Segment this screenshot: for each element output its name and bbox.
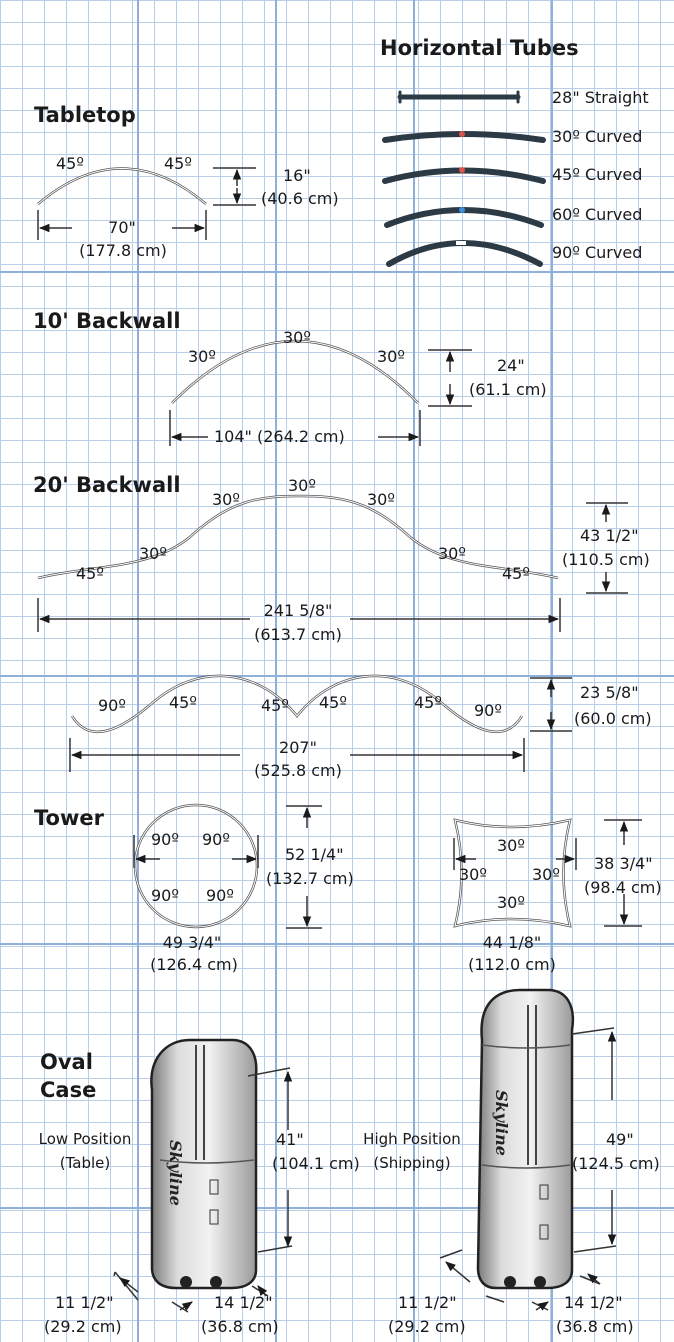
tower-square-drawing: [453, 818, 642, 928]
case-high-label: High Position: [363, 1130, 461, 1148]
oval-case-title-line2: Case: [40, 1078, 97, 1102]
case-low-depth-metric: (29.2 cm): [44, 1317, 122, 1336]
case-low-depth: 11 1/2": [55, 1293, 114, 1312]
case-high-width-metric: (36.8 cm): [556, 1317, 634, 1336]
backwall-20-b-angle-6: 90º: [474, 701, 502, 720]
case-high-width: 14 1/2": [564, 1293, 623, 1312]
case-low-sub: (Table): [59, 1154, 111, 1172]
tower-square-height: 38 3/4": [594, 854, 653, 873]
backwall-20-a-angle-4: 30º: [139, 544, 167, 563]
case-low-label: Low Position: [38, 1130, 132, 1148]
backwall-10-title: 10' Backwall: [33, 309, 181, 333]
backwall-10-height: 24": [497, 356, 525, 375]
backwall-20-b-angle-2: 45º: [261, 696, 289, 715]
tower-square-width-metric: (112.0 cm): [468, 955, 556, 974]
tower-square-height-metric: (98.4 cm): [584, 878, 662, 897]
backwall-10-angle-top: 30º: [283, 328, 311, 347]
tabletop-width-metric: (177.8 cm): [79, 241, 167, 260]
backwall-20-b-drawing: [69, 674, 572, 772]
backwall-20-b-angle-5: 90º: [98, 696, 126, 715]
tube-90-curved: [386, 240, 543, 267]
tube-label-30: 30º Curved: [552, 127, 643, 146]
case-low-width: 14 1/2": [214, 1293, 273, 1312]
backwall-10-drawing: [169, 339, 472, 446]
backwall-20-b-height-metric: (60.0 cm): [574, 709, 652, 728]
tower-circle-angle-3: 90º: [151, 886, 179, 905]
tabletop-width: 70": [108, 218, 136, 237]
tabletop-height: 16": [283, 166, 311, 185]
case-high-drawing: Skyline: [439, 988, 617, 1311]
backwall-20-a-angle-6: 30º: [438, 544, 466, 563]
case-high-brand-logo: Skyline: [492, 1090, 511, 1156]
case-low-height: 41": [276, 1130, 304, 1149]
backwall-20-a-angle-5: 45º: [76, 564, 104, 583]
backwall-20-a-width: 241 5/8": [263, 601, 333, 620]
tower-square-angle-right: 30º: [532, 865, 560, 884]
backwall-20-b-width: 207": [279, 738, 317, 757]
tube-label-90: 90º Curved: [552, 243, 643, 262]
oval-case-title-line1: Oval: [40, 1050, 93, 1074]
tower-square-width: 44 1/8": [482, 933, 542, 952]
horizontal-tubes-title: Horizontal Tubes: [380, 36, 579, 60]
backwall-10-width: 104" (264.2 cm): [214, 427, 345, 446]
tower-circle-width-metric: (126.4 cm): [150, 955, 238, 974]
backwall-20-title: 20' Backwall: [33, 473, 181, 497]
tabletop-title: Tabletop: [34, 103, 136, 127]
tower-circle-angle-2: 90º: [202, 830, 230, 849]
tower-circle-angle-4: 90º: [206, 886, 234, 905]
backwall-10-angle-right: 30º: [377, 347, 405, 366]
backwall-20-b-width-metric: (525.8 cm): [254, 761, 342, 780]
tower-square-angle-top: 30º: [497, 836, 525, 855]
backwall-20-a-drawing: [37, 494, 628, 632]
backwall-20-a-height: 43 1/2": [580, 526, 639, 545]
case-low-drawing: Skyline: [113, 1038, 293, 1313]
backwall-20-a-angle-7: 45º: [502, 564, 530, 583]
backwall-20-b-angle-1: 45º: [169, 693, 197, 712]
backwall-20-b-angle-4: 45º: [414, 693, 442, 712]
tower-circle-height-metric: (132.7 cm): [266, 869, 354, 888]
tower-circle-width: 49 3/4": [162, 933, 222, 952]
backwall-20-a-width-metric: (613.7 cm): [254, 625, 342, 644]
tube-label-60: 60º Curved: [552, 205, 643, 224]
backwall-20-a-height-metric: (110.5 cm): [562, 550, 650, 569]
backwall-20-a-angle-2: 30º: [288, 476, 316, 495]
backwall-20-a-angle-3: 30º: [367, 490, 395, 509]
case-high-sub: (Shipping): [373, 1154, 451, 1172]
tower-circle-drawing: [133, 803, 322, 929]
case-low-height-metric: (104.1 cm): [272, 1154, 360, 1173]
backwall-20-b-angle-3: 45º: [319, 693, 347, 712]
tube-straight: [397, 90, 521, 104]
backwall-20-a-angle-1: 30º: [212, 490, 240, 509]
case-high-height: 49": [606, 1130, 634, 1149]
backwall-10-height-metric: (61.1 cm): [469, 380, 547, 399]
case-low-brand-logo: Skyline: [166, 1140, 185, 1206]
tube-label-straight: 28" Straight: [552, 88, 649, 107]
tower-circle-height: 52 1/4": [285, 845, 344, 864]
horizontal-tubes-drawing: [382, 90, 546, 267]
tower-square-angle-left: 30º: [459, 865, 487, 884]
tube-60-curved: [384, 207, 544, 228]
case-high-depth: 11 1/2": [398, 1293, 457, 1312]
backwall-10-angle-left: 30º: [188, 347, 216, 366]
tabletop-drawing: [37, 167, 256, 240]
tower-square-angle-bottom: 30º: [497, 893, 525, 912]
case-low-width-metric: (36.8 cm): [201, 1317, 279, 1336]
backwall-20-b-height: 23 5/8": [580, 683, 639, 702]
tube-label-45: 45º Curved: [552, 165, 643, 184]
tabletop-angle-left: 45º: [56, 154, 84, 173]
case-high-height-metric: (124.5 cm): [572, 1154, 660, 1173]
tabletop-angle-right: 45º: [164, 154, 192, 173]
tabletop-height-metric: (40.6 cm): [261, 189, 339, 208]
tower-title: Tower: [34, 806, 104, 830]
tower-circle-angle-1: 90º: [151, 830, 179, 849]
case-high-depth-metric: (29.2 cm): [388, 1317, 466, 1336]
